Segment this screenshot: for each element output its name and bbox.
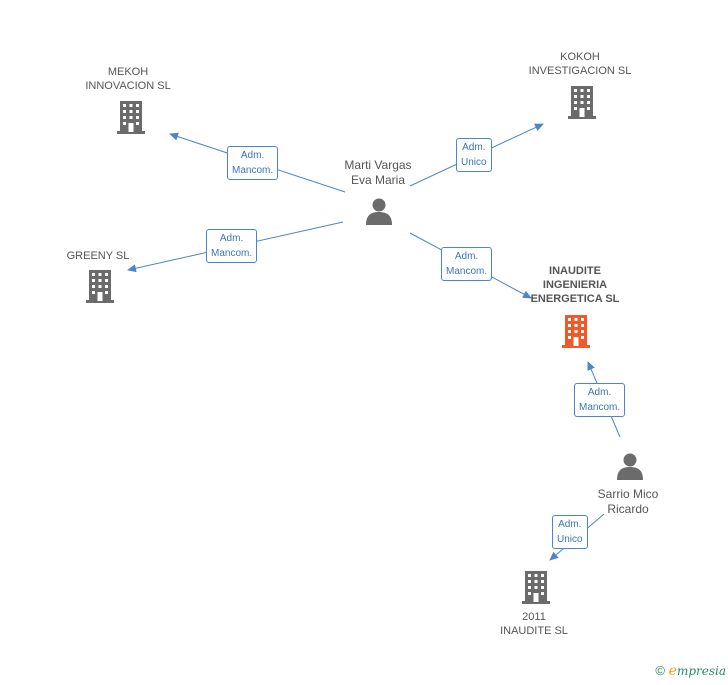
- footer-brand: © empresia: [655, 663, 726, 679]
- building-icon[interactable]: [86, 270, 114, 303]
- company-label-kokoh[interactable]: KOKOH INVESTIGACION SL: [528, 51, 632, 77]
- edge-label-sarrio-2011[interactable]: Adm. Unico: [552, 515, 588, 549]
- building-icon-main[interactable]: [562, 315, 590, 348]
- edge-label-sarrio-inaudite[interactable]: Adm. Mancom.: [574, 383, 626, 417]
- company-label-inaudite[interactable]: INAUDITE INGENIERIA ENERGETICA SL: [530, 265, 620, 305]
- edge-label-marti-kokoh[interactable]: Adm. Unico: [456, 138, 492, 172]
- copyright-icon: ©: [655, 663, 666, 678]
- building-icon[interactable]: [522, 571, 550, 604]
- person-label-sarrio[interactable]: Sarrio Mico Ricardo: [597, 487, 659, 516]
- edge-label-marti-inaudite[interactable]: Adm. Mancom.: [441, 247, 493, 281]
- company-label-mekoh[interactable]: MEKOH INNOVACION SL: [85, 66, 171, 92]
- edge-label-marti-greeny[interactable]: Adm. Mancom.: [206, 229, 258, 263]
- person-icon[interactable]: [366, 198, 392, 226]
- brand-logo: empresia: [668, 663, 726, 679]
- person-icon[interactable]: [617, 453, 643, 481]
- building-icon[interactable]: [117, 101, 145, 134]
- company-label-inaudite-2011[interactable]: 2011 INAUDITE SL: [500, 611, 568, 637]
- company-label-greeny[interactable]: GREENY SL: [66, 250, 130, 262]
- edge-label-marti-mekoh[interactable]: Adm. Mancom.: [227, 146, 279, 180]
- building-icon[interactable]: [568, 86, 596, 119]
- person-label-marti[interactable]: Marti Vargas Eva Maria: [344, 158, 412, 187]
